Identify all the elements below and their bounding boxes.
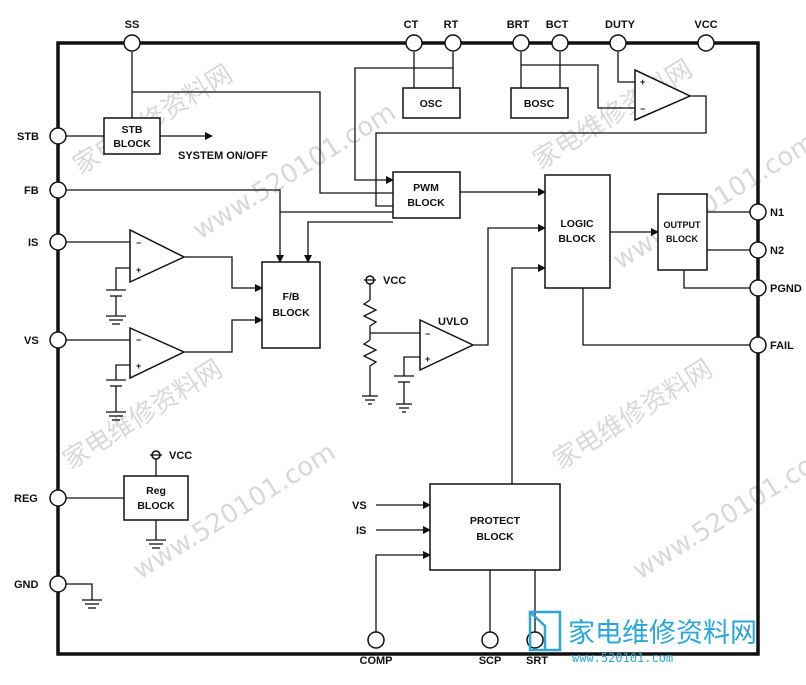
reg-block-line2: BLOCK xyxy=(137,500,175,512)
svg-text:−: − xyxy=(136,238,141,248)
protect-input-vs-label: VS xyxy=(352,500,367,512)
pwm-block: PWM BLOCK xyxy=(392,171,461,219)
protect-input-is-label: IS xyxy=(356,525,366,537)
pin-vs xyxy=(49,331,67,349)
pin-gnd-label: GND xyxy=(14,579,39,591)
pin-pgnd xyxy=(749,279,767,297)
pin-srt-label: SRT xyxy=(526,655,548,667)
osc-label: OSC xyxy=(420,98,443,110)
pin-vs-label: VS xyxy=(24,335,39,347)
protect-block: PROTECT BLOCK xyxy=(429,483,561,571)
pin-ss-label: SS xyxy=(125,19,140,31)
watermark-url: www.520101.com xyxy=(188,97,401,246)
uvlo-comparator: − + xyxy=(419,318,475,372)
watermark-url: www.520101.com xyxy=(628,437,806,586)
pin-n1-label: N1 xyxy=(770,207,784,219)
pin-n1 xyxy=(749,203,767,221)
svg-text:−: − xyxy=(136,335,141,345)
output-block-line1: OUTPUT xyxy=(664,220,702,230)
logic-block-line1: LOGIC xyxy=(560,218,594,230)
vcc-reg-label: VCC xyxy=(169,450,192,462)
output-block-line2: BLOCK xyxy=(666,234,698,244)
pwm-block-line1: PWM xyxy=(413,182,439,194)
pin-bct xyxy=(551,34,569,52)
pin-fail-label: FAIL xyxy=(770,340,794,352)
site-logo: 家电维修资料网 www.520101.com xyxy=(528,610,757,665)
is-amplifier: − + xyxy=(129,228,186,284)
fb-block-line1: F/B xyxy=(283,291,300,303)
svg-text:+: + xyxy=(425,354,430,364)
pin-is xyxy=(49,233,67,251)
pin-bct-label: BCT xyxy=(546,19,569,31)
pin-comp-label: COMP xyxy=(360,655,393,667)
protect-block-line1: PROTECT xyxy=(470,515,521,527)
pin-reg-label: REG xyxy=(14,493,38,505)
vs-amplifier: − + xyxy=(129,326,186,380)
pin-vcc xyxy=(697,34,715,52)
pin-fb-label: FB xyxy=(24,185,39,197)
output-block: OUTPUT BLOCK xyxy=(657,193,708,271)
pin-ss xyxy=(123,34,141,52)
reg-block: Reg BLOCK xyxy=(123,475,189,521)
pins: SS CT RT BRT BCT DUTY VCC STB FB IS VS R… xyxy=(14,19,802,667)
system-onoff-label: SYSTEM ON/OFF xyxy=(178,150,268,162)
uvlo-label: UVLO xyxy=(438,316,469,328)
pin-stb xyxy=(49,127,67,145)
logic-block-line2: BLOCK xyxy=(558,233,596,245)
pin-fail xyxy=(749,336,767,354)
duty-comparator: + − xyxy=(634,68,692,122)
pin-reg xyxy=(49,489,67,507)
pin-pgnd-label: PGND xyxy=(770,283,802,295)
fb-block: F/B BLOCK xyxy=(261,261,321,349)
vcc-uvlo-label: VCC xyxy=(383,275,406,287)
svg-text:+: + xyxy=(136,265,141,275)
vcc-uvlo-supply: VCC xyxy=(364,275,406,287)
pin-ct-label: CT xyxy=(404,19,419,31)
pin-vcc-label: VCC xyxy=(694,19,717,31)
pin-duty-label: DUTY xyxy=(605,19,636,31)
reg-block-line1: Reg xyxy=(146,485,166,497)
pin-rt-label: RT xyxy=(444,19,459,31)
wiring xyxy=(66,52,752,640)
fb-block-line2: BLOCK xyxy=(272,307,310,319)
svg-text:−: − xyxy=(425,329,430,339)
pin-fb xyxy=(49,181,67,199)
pin-stb-label: STB xyxy=(17,131,39,143)
watermark-text: 家电维修资料网 xyxy=(548,354,718,476)
pin-gnd xyxy=(49,575,67,593)
pin-scp-label: SCP xyxy=(479,655,502,667)
pin-scp xyxy=(481,631,499,649)
stb-block-line2: BLOCK xyxy=(113,138,151,150)
pin-brt-label: BRT xyxy=(507,19,530,31)
protect-block-line2: BLOCK xyxy=(476,531,514,543)
bosc-block: BOSC xyxy=(510,87,569,119)
stb-block-line1: STB xyxy=(122,124,143,136)
stb-block: STB BLOCK xyxy=(103,117,161,155)
pin-duty xyxy=(609,34,627,52)
pin-is-label: IS xyxy=(28,237,38,249)
logic-block: LOGIC BLOCK xyxy=(544,174,611,289)
pin-comp xyxy=(367,631,385,649)
pin-rt xyxy=(444,34,462,52)
pin-n2-label: N2 xyxy=(770,245,784,257)
svg-text:−: − xyxy=(640,104,645,114)
logo-text: 家电维修资料网 xyxy=(568,618,757,649)
svg-text:+: + xyxy=(136,361,141,371)
svg-text:+: + xyxy=(640,77,645,87)
pin-ct xyxy=(405,34,423,52)
osc-block: OSC xyxy=(402,87,461,119)
pin-brt xyxy=(512,34,530,52)
bosc-label: BOSC xyxy=(524,98,555,110)
vcc-reg-supply: VCC xyxy=(150,450,192,462)
pwm-block-line2: BLOCK xyxy=(407,197,445,209)
logo-url: www.520101.com xyxy=(572,651,673,665)
pin-n2 xyxy=(749,241,767,259)
